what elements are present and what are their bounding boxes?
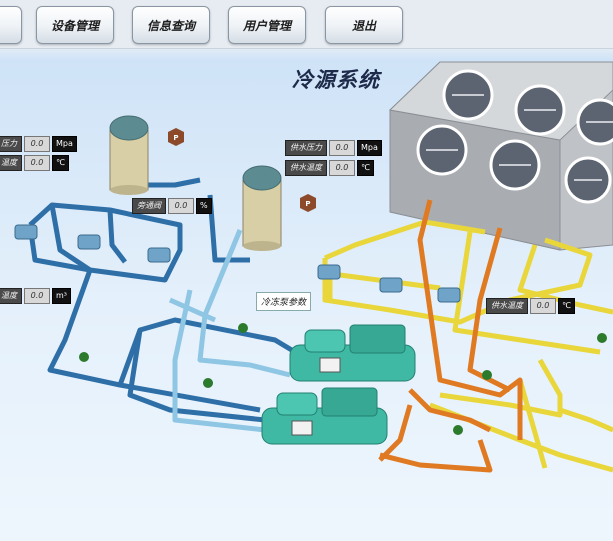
cooling-tower[interactable] — [388, 61, 613, 251]
chilled-water-pipes — [27, 177, 302, 423]
cooling-pumps[interactable] — [317, 264, 461, 303]
chilled-pumps[interactable] — [14, 224, 171, 263]
gauge-label-1: P — [173, 134, 178, 142]
nav-button-info-query[interactable]: 信息查询 — [132, 6, 210, 44]
expansion-tank-2[interactable] — [242, 165, 282, 251]
expansion-tank-1[interactable] — [109, 115, 149, 195]
return-water-pipes — [168, 229, 291, 433]
nav-button-home[interactable] — [0, 6, 22, 44]
pressure-gauges[interactable] — [79, 128, 607, 435]
panel-left-bottom: 温度 0.0 m³ — [0, 288, 71, 304]
panel-left-top-1: 压力 0.0 Mpa — [0, 136, 77, 152]
panel-right-supply-temp: 供水温度 0.0 ℃ — [486, 298, 575, 314]
nav-button-device-management[interactable]: 设备管理 — [36, 6, 114, 44]
panel-supply-temp: 供水温度 0.0 ℃ — [285, 160, 374, 176]
gauge-label-2: P — [305, 200, 310, 208]
nav-button-exit[interactable]: 退出 — [325, 6, 403, 44]
hot-water-pipes — [378, 199, 523, 473]
nav-button-user-management[interactable]: 用户管理 — [228, 6, 306, 44]
chiller-params-link[interactable]: 冷冻泵参数 — [256, 292, 312, 311]
panel-supply-pressure: 供水压力 0.0 Mpa — [285, 140, 382, 156]
panel-flow-rate: 旁通阀 0.0 % — [132, 198, 212, 214]
chiller-2[interactable] — [261, 387, 388, 445]
panel-left-top-2: 温度 0.0 ℃ — [0, 155, 69, 171]
page-title: 冷源系统 — [292, 67, 380, 92]
chiller-1[interactable] — [289, 324, 416, 382]
top-toolbar: 设备管理 信息查询 用户管理 退出 — [0, 0, 613, 49]
